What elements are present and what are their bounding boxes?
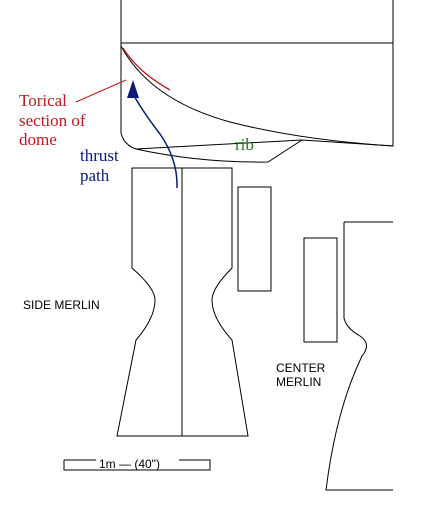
thrust-path-label: thrust path <box>80 146 119 185</box>
side-engine-block <box>237 186 272 292</box>
center-merlin-nozzle <box>325 221 393 491</box>
scale-label: 1m — (40") <box>99 457 160 471</box>
torical-section-line <box>122 47 171 91</box>
rib-label: rib <box>235 135 254 154</box>
dome-curve <box>120 45 394 147</box>
torical-pointer <box>75 79 127 103</box>
rib-outline <box>135 139 303 163</box>
side-merlin-nozzle <box>116 167 249 437</box>
thrust-path-line <box>132 93 178 189</box>
center-merlin-label: CENTER MERLIN <box>276 361 326 389</box>
thrust-arrow-head <box>127 80 139 98</box>
scale-bar <box>63 459 211 471</box>
tank-outline <box>120 0 394 150</box>
torical-label: Torical section of dome <box>19 91 86 150</box>
center-engine-block <box>303 237 338 343</box>
side-merlin-label: SIDE MERLIN <box>23 298 100 312</box>
